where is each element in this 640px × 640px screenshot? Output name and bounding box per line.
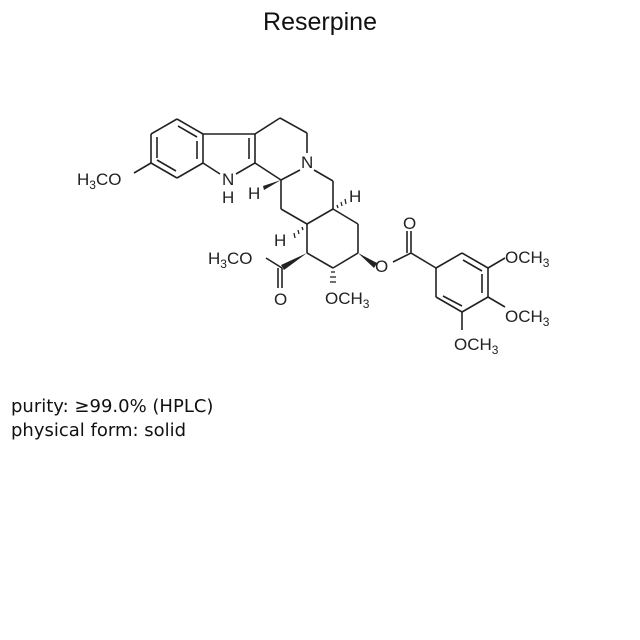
hash-ome — [330, 271, 336, 283]
label-nh-n: N — [222, 170, 234, 189]
properties-list: purity: ≥99.0% (HPLC) physical form: sol… — [11, 395, 213, 443]
property-purity: purity: ≥99.0% (HPLC) — [11, 396, 214, 417]
label-benzoyl-o: O — [403, 214, 416, 233]
hash-h-top — [336, 198, 347, 209]
piperidine-ring — [254, 117, 308, 181]
label-h-top-right: H — [349, 187, 361, 206]
label-nh-h: H — [222, 188, 234, 207]
label-h-12b: H — [248, 184, 260, 203]
label-amine-n: N — [301, 153, 313, 172]
ring-c — [280, 169, 334, 225]
label-ester-link-o: O — [375, 257, 388, 276]
compound-title: Reserpine — [263, 8, 377, 36]
pyrrole-ring — [202, 133, 256, 175]
label-och3-ring: OCH3 — [325, 289, 370, 311]
label-och3-4: OCH3 — [505, 307, 550, 329]
label-h-junction: H — [274, 231, 286, 250]
ring-e — [306, 208, 359, 269]
hash-h-junction — [293, 226, 304, 239]
indole-benzene-ring — [150, 118, 204, 179]
property-physical-form: physical form: solid — [11, 420, 187, 441]
label-och3-3: OCH3 — [505, 248, 550, 270]
label-ester-o: O — [274, 290, 287, 309]
trimethoxy-benzene-ring — [435, 252, 489, 313]
label-och3-5: OCH3 — [454, 335, 499, 357]
label-h3co-indole: H3CO — [77, 170, 121, 192]
label-h3co-ester: H3CO — [208, 249, 252, 271]
